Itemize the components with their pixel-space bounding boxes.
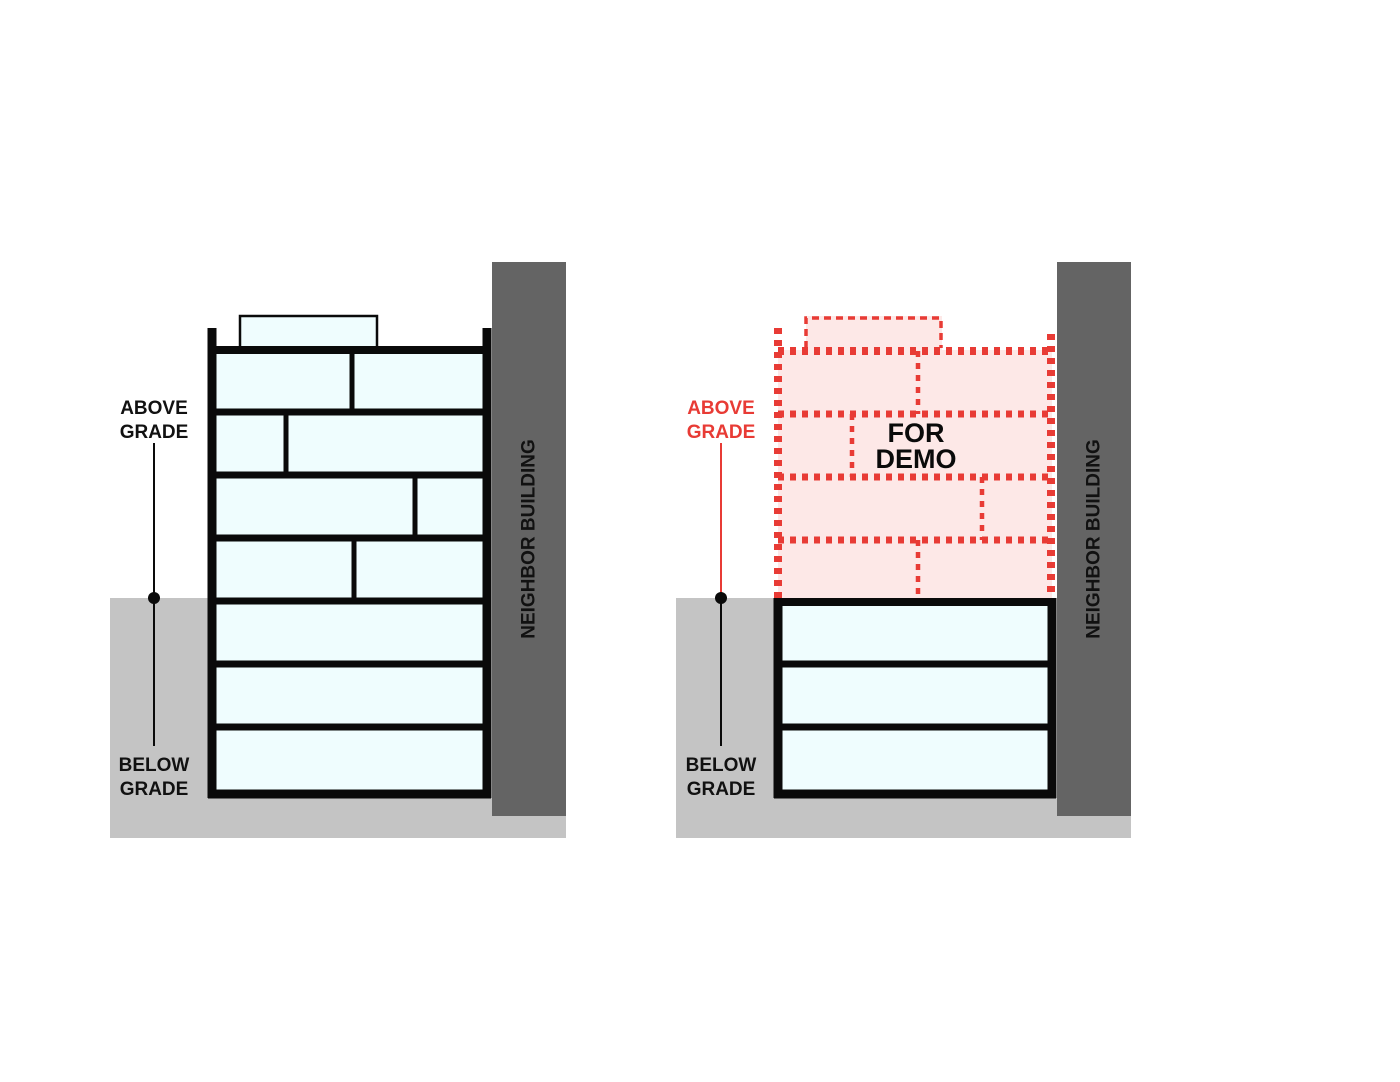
grade-dot-right bbox=[715, 592, 727, 604]
below-grade-label-right-2: GRADE bbox=[687, 779, 756, 800]
right-diagram-demolition: NEIGHBOR BUILDING bbox=[676, 262, 1131, 838]
grade-dot-left bbox=[148, 592, 160, 604]
rooftop-bulkhead-left bbox=[238, 314, 379, 350]
neighbor-building-left bbox=[492, 262, 566, 816]
for-demo-label-1: FOR bbox=[888, 418, 945, 448]
neighbor-building-right bbox=[1057, 262, 1131, 816]
left-diagram-existing: NEIGHBOR BUILDING bbox=[110, 262, 566, 838]
above-grade-label-left-2: GRADE bbox=[120, 422, 189, 443]
neighbor-label-left: NEIGHBOR BUILDING bbox=[519, 439, 540, 639]
below-grade-label-left-2: GRADE bbox=[120, 779, 189, 800]
building-floors-left bbox=[212, 348, 487, 798]
below-grade-label-left-1: BELOW bbox=[119, 755, 190, 776]
neighbor-label-right: NEIGHBOR BUILDING bbox=[1084, 439, 1105, 639]
ground-left bbox=[110, 598, 566, 838]
remaining-structure-right bbox=[773, 598, 1057, 799]
building-structure-left bbox=[207, 328, 492, 799]
floor-cell bbox=[212, 348, 487, 798]
above-grade-label-left-1: ABOVE bbox=[120, 398, 188, 419]
remaining-floors-fill bbox=[778, 601, 1052, 798]
below-grade-label-right-1: BELOW bbox=[686, 755, 757, 776]
above-grade-label-right-2: GRADE bbox=[687, 422, 756, 443]
demo-zone-outline bbox=[774, 316, 1055, 598]
above-grade-label-right-1: ABOVE bbox=[687, 398, 755, 419]
for-demo-label-2: DEMO bbox=[876, 444, 957, 474]
